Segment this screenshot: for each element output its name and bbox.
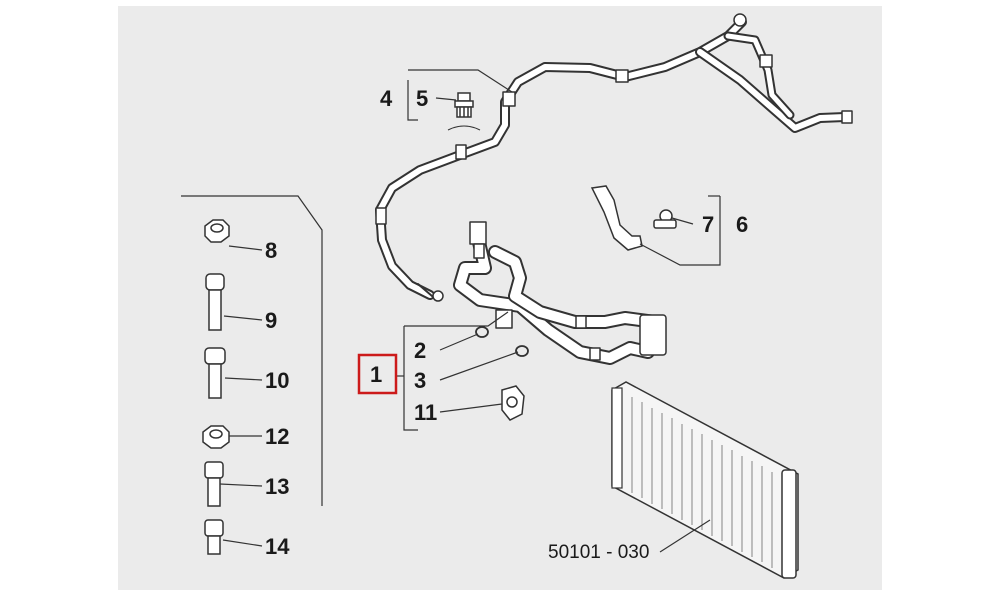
highlight-box [357, 353, 398, 395]
callout-6[interactable]: 6 [736, 212, 748, 237]
callout-9[interactable]: 9 [265, 308, 277, 333]
callout-14[interactable]: 14 [265, 534, 290, 559]
callout-8[interactable]: 8 [265, 238, 277, 263]
o-ring-2[interactable] [475, 326, 489, 338]
flange-nut-8[interactable] [204, 219, 230, 243]
leader-lines [181, 69, 721, 553]
ac-pipe-assembly[interactable] [453, 221, 667, 365]
bolt-10[interactable] [204, 347, 226, 399]
ac-hose-upper[interactable] [375, 13, 853, 302]
o-ring-3[interactable] [515, 345, 529, 357]
bolt-13[interactable] [204, 461, 224, 507]
callout-5[interactable]: 5 [416, 86, 428, 111]
callout-3[interactable]: 3 [414, 368, 426, 393]
condenser[interactable] [611, 381, 799, 579]
callout-7[interactable]: 7 [702, 212, 714, 237]
hose-clamp[interactable] [501, 385, 525, 421]
reference-number: 50101 - 030 [548, 542, 649, 563]
pressure-switch[interactable] [447, 92, 481, 131]
callout-2[interactable]: 2 [414, 338, 426, 363]
bolt-14[interactable] [204, 519, 224, 555]
bracket-clip[interactable] [653, 209, 677, 229]
callout-13[interactable]: 13 [265, 474, 289, 499]
flange-nut-12[interactable] [202, 425, 230, 449]
callout-4[interactable]: 4 [380, 86, 393, 111]
callout-12[interactable]: 12 [265, 424, 289, 449]
bolt-9[interactable] [205, 273, 225, 331]
callout-10[interactable]: 10 [265, 368, 289, 393]
mounting-bracket[interactable] [590, 185, 643, 251]
callout-1[interactable]: 1 [370, 362, 382, 387]
callout-11[interactable]: 11 [414, 400, 437, 425]
